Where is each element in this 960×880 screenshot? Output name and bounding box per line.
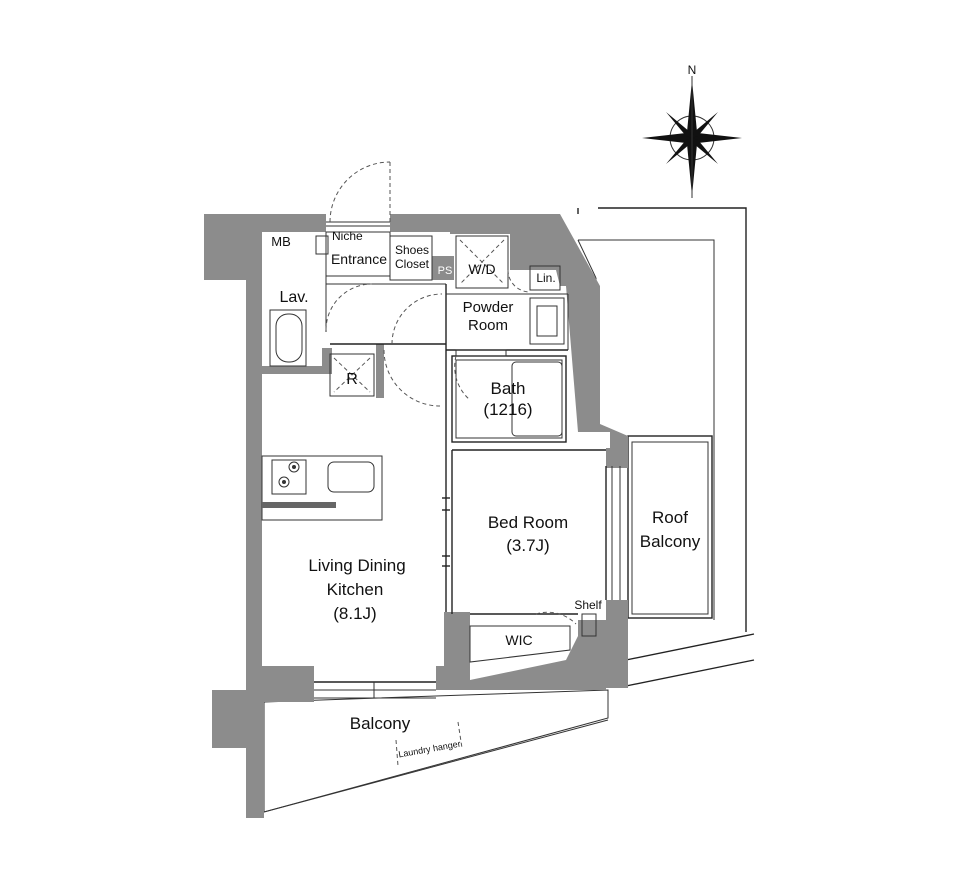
powder-room-label-2: Room	[468, 317, 508, 334]
walls	[204, 214, 628, 818]
compass-north-label: N	[688, 63, 697, 77]
roof-balcony-label-1: Roof	[652, 508, 688, 527]
compass-rose	[642, 76, 742, 198]
bath-label-1: Bath	[491, 379, 526, 398]
niche-label: Niche	[332, 229, 363, 243]
bed-room-label-2: (3.7J)	[506, 536, 549, 555]
balcony-label: Balcony	[350, 714, 411, 733]
roof-balcony-label-2: Balcony	[640, 532, 701, 551]
ps-label: PS	[438, 265, 453, 277]
shelf-label: Shelf	[574, 598, 602, 612]
entrance-label: Entrance	[331, 251, 387, 267]
lav-label: Lav.	[279, 289, 308, 306]
laundry-hanger-label: Laundry hanger	[398, 739, 462, 760]
shoes-closet-label-2: Closet	[395, 257, 430, 271]
powder-room-label-1: Powder	[463, 299, 514, 316]
ldk-label-1: Living Dining	[308, 556, 405, 575]
ldk-label-2: Kitchen	[327, 580, 384, 599]
ldk-label-3: (8.1J)	[333, 604, 376, 623]
bath-label-2: (1216)	[483, 400, 532, 419]
interior-lines	[261, 221, 621, 767]
roof-balcony-area	[627, 435, 713, 619]
refrigerator-label: R	[346, 371, 358, 388]
door-swings	[325, 161, 577, 625]
lin-label: Lin.	[536, 271, 555, 285]
bed-room-label-1: Bed Room	[488, 513, 568, 532]
wd-label: W/D	[468, 261, 495, 277]
shoes-closet-label-1: Shoes	[395, 243, 429, 257]
wic-label: WIC	[505, 632, 532, 648]
mb-label: MB	[271, 234, 291, 249]
